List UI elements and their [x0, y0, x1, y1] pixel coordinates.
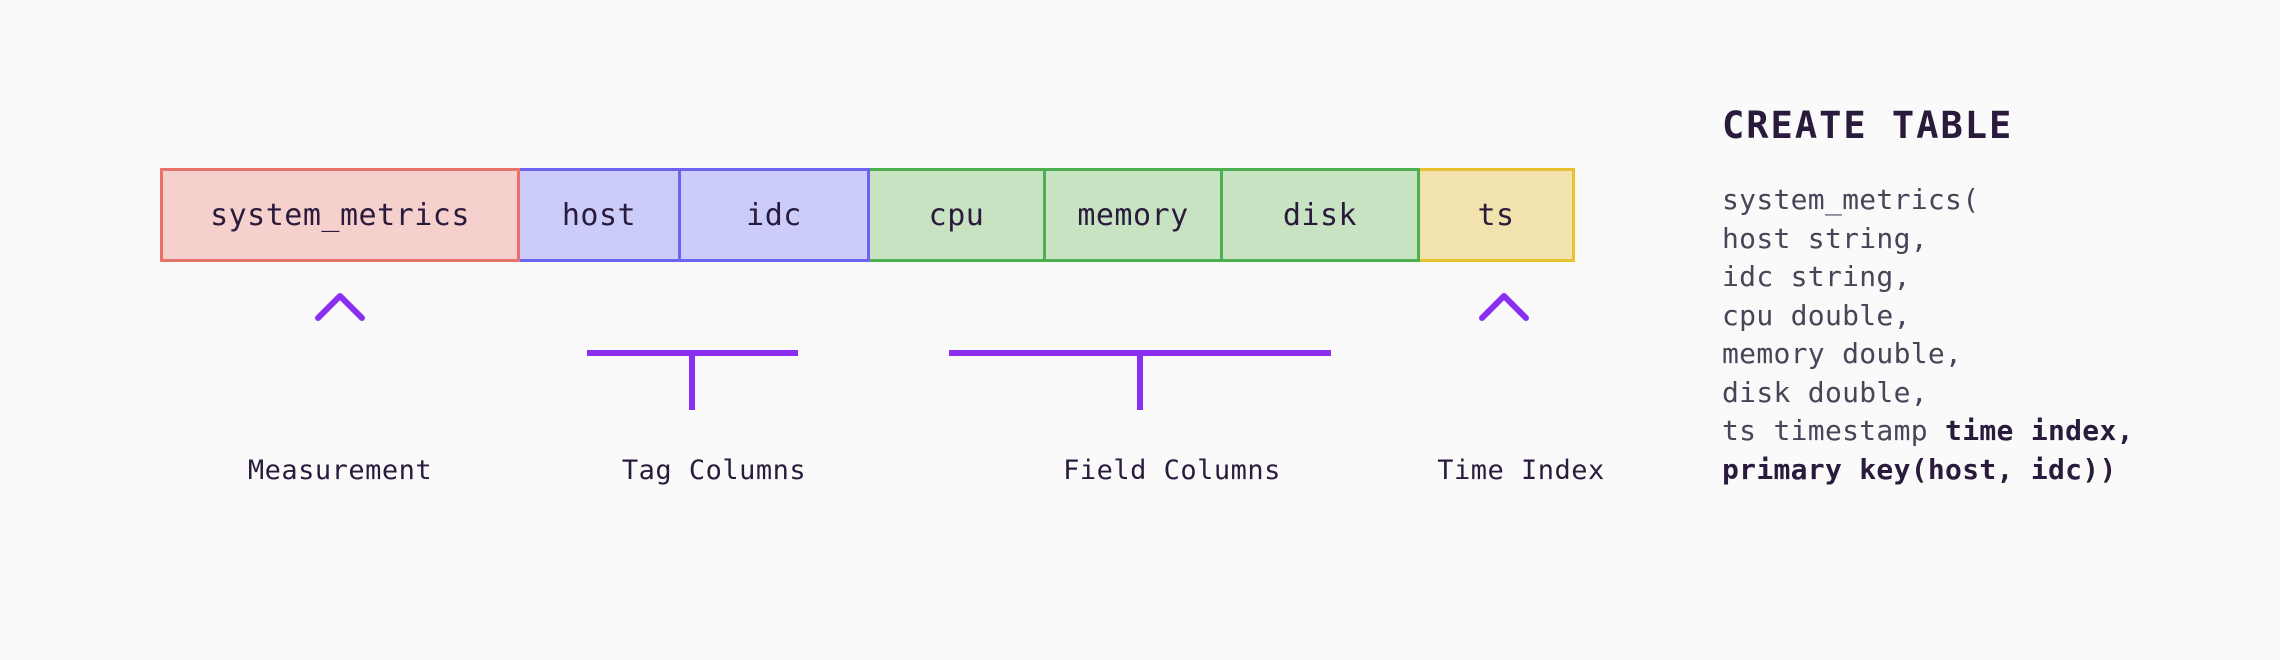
- column-cell-cpu: cpu: [867, 168, 1046, 262]
- code-line: primary key(host, idc)): [1722, 451, 2134, 490]
- column-cell-host: host: [517, 168, 681, 262]
- create-table-statement: system_metrics(host string, idc string, cp…: [1722, 181, 2134, 489]
- caption-measurement: Measurement: [247, 455, 433, 486]
- column-label: system_metrics: [210, 197, 470, 233]
- connector-timeindex-arrow: [1479, 293, 1529, 400]
- caption-time-index: Time Index: [1437, 455, 1605, 486]
- create-table-heading: CREATE TABLE: [1722, 104, 2014, 147]
- create-table-panel: CREATE TABLE system_metrics(host string,…: [1722, 104, 2134, 489]
- column-label: disk: [1282, 197, 1358, 233]
- code-line: ts timestamp time index,: [1722, 412, 2134, 451]
- code-line: system_metrics(: [1722, 181, 2134, 220]
- column-label: cpu: [928, 197, 985, 233]
- code-text: ts timestamp: [1722, 414, 1946, 447]
- code-text: system_metrics(: [1722, 183, 1980, 216]
- code-text: memory double,: [1722, 337, 1963, 370]
- code-text: host string,: [1722, 221, 1928, 255]
- code-keyword: time index,: [1945, 414, 2134, 447]
- column-label: memory: [1077, 197, 1189, 233]
- code-line: host string,: [1722, 220, 2134, 259]
- column-cell-ts: ts: [1417, 168, 1575, 262]
- connector-tag-bracket: [587, 300, 798, 410]
- code-line: idc string,: [1722, 258, 2134, 297]
- caption-tag-columns: Tag Columns: [621, 455, 807, 486]
- code-text: cpu double,: [1722, 298, 1911, 332]
- schema-strip: system_metrics host idc cpu memory disk …: [160, 168, 1575, 262]
- column-cell-idc: idc: [678, 168, 870, 262]
- code-keyword: primary key(host, idc)): [1722, 452, 2117, 486]
- column-cell-memory: memory: [1043, 168, 1223, 262]
- connector-measurement-arrow: [315, 293, 365, 400]
- column-label: idc: [746, 197, 802, 233]
- code-text: idc string,: [1722, 260, 1911, 293]
- caption-field-columns: Field Columns: [1063, 455, 1281, 486]
- code-line: disk double,: [1722, 374, 2134, 413]
- code-text: disk double,: [1722, 375, 1928, 409]
- connector-field-bracket: [949, 300, 1331, 410]
- code-line: cpu double,: [1722, 297, 2134, 336]
- column-cell-disk: disk: [1220, 168, 1420, 262]
- column-label: ts: [1477, 197, 1515, 233]
- code-line: memory double,: [1722, 335, 2134, 374]
- column-cell-measurement: system_metrics: [160, 168, 520, 262]
- column-label: host: [561, 197, 637, 233]
